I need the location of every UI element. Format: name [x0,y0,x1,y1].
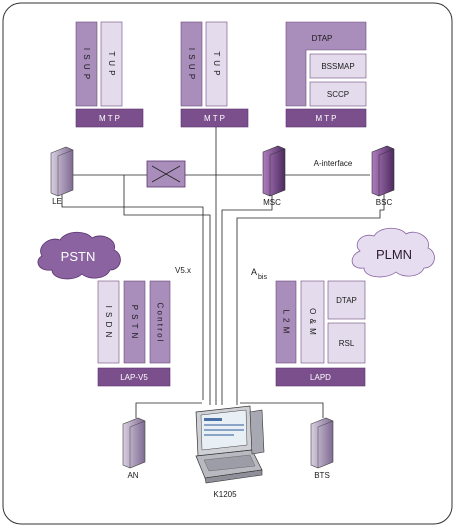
sccp-layer [309,81,367,107]
rsl-layer [327,322,366,364]
mtp-label: M T P [315,114,336,123]
bts-line [240,402,324,418]
a-interface-label: A-interface [314,159,353,168]
bssmap-layer [309,53,367,79]
an-line [135,402,202,418]
control-layer [149,280,171,364]
lapv5-label: LAP-V5 [120,373,148,382]
dtap-label: DTAP [312,34,333,43]
isup-label: I S U P [82,48,91,80]
top-stack-1: I S U P T U P M T P [75,21,144,128]
abis-line [236,190,385,405]
top-stack-3: DTAP BSSMAP SCCP M T P [285,21,367,128]
switch-icon [146,160,186,188]
plmn-label: PLMN [376,247,412,262]
dtap-layer [327,280,366,320]
isdn-label: I S D N [104,306,113,339]
connection-lines [61,127,385,418]
msc-label: MSC [263,198,281,207]
abis-subscript: bis [258,274,267,281]
lapv5-box [97,367,171,387]
mtp-label: M T P [204,114,225,123]
right-stack: L 2 M O & M DTAP RSL LAPD [275,280,366,387]
mtp-box [180,108,249,128]
isup-label: I S U P [187,48,196,80]
switch-down-line [123,175,211,405]
isdn-layer [97,280,120,364]
bts-label: BTS [314,471,330,480]
plmn-cloud [351,227,435,278]
an-label: AN [127,471,138,480]
bssmap-label: BSSMAP [321,62,354,71]
le-label: LE [52,197,62,206]
bts-server-icon [310,417,334,469]
isup-layer [180,21,203,107]
sccp-label: SCCP [327,90,349,99]
pstn-layer-label: P S T N [130,305,139,340]
an-server-icon [122,417,146,469]
pstn-cloud [37,231,121,280]
l2m-label: L 2 M [282,310,291,335]
l2m-layer [275,280,297,364]
bsc-label: BSC [376,198,393,207]
v5x-label: V5.x [175,266,191,275]
msc-server-icon [262,145,286,197]
tup-layer [205,21,228,107]
msc-down-line [221,190,273,405]
top-stack-2: I S U P T U P M T P [180,21,249,128]
tup-label: T U P [107,51,116,76]
lapd-label: LAPD [310,373,331,382]
k1205-label: K1205 [213,490,237,499]
tup-label: T U P [212,51,221,76]
lapd-box [275,367,366,387]
rsl-label: RSL [339,339,355,348]
mtp-box [75,108,144,128]
v5-line [61,188,204,400]
abis-label: A [251,267,257,277]
pstn-layer [123,280,146,364]
left-stack: I S D N P S T N C o n t r o l LAP-V5 [97,280,171,387]
om-label: O & M [308,308,317,336]
mtp-label: M T P [99,114,120,123]
dtap-layer [285,21,367,107]
bsc-server-icon [371,145,395,197]
le-server-icon [50,146,74,197]
k1205-laptop-icon [195,405,265,484]
mtp-box [285,108,367,128]
dtap-right-label: DTAP [336,296,357,305]
isup-layer [75,21,98,107]
tup-layer [100,21,123,107]
om-layer [300,280,325,364]
pstn-label: PSTN [61,249,96,264]
control-label: C o n t r o l [156,302,165,341]
